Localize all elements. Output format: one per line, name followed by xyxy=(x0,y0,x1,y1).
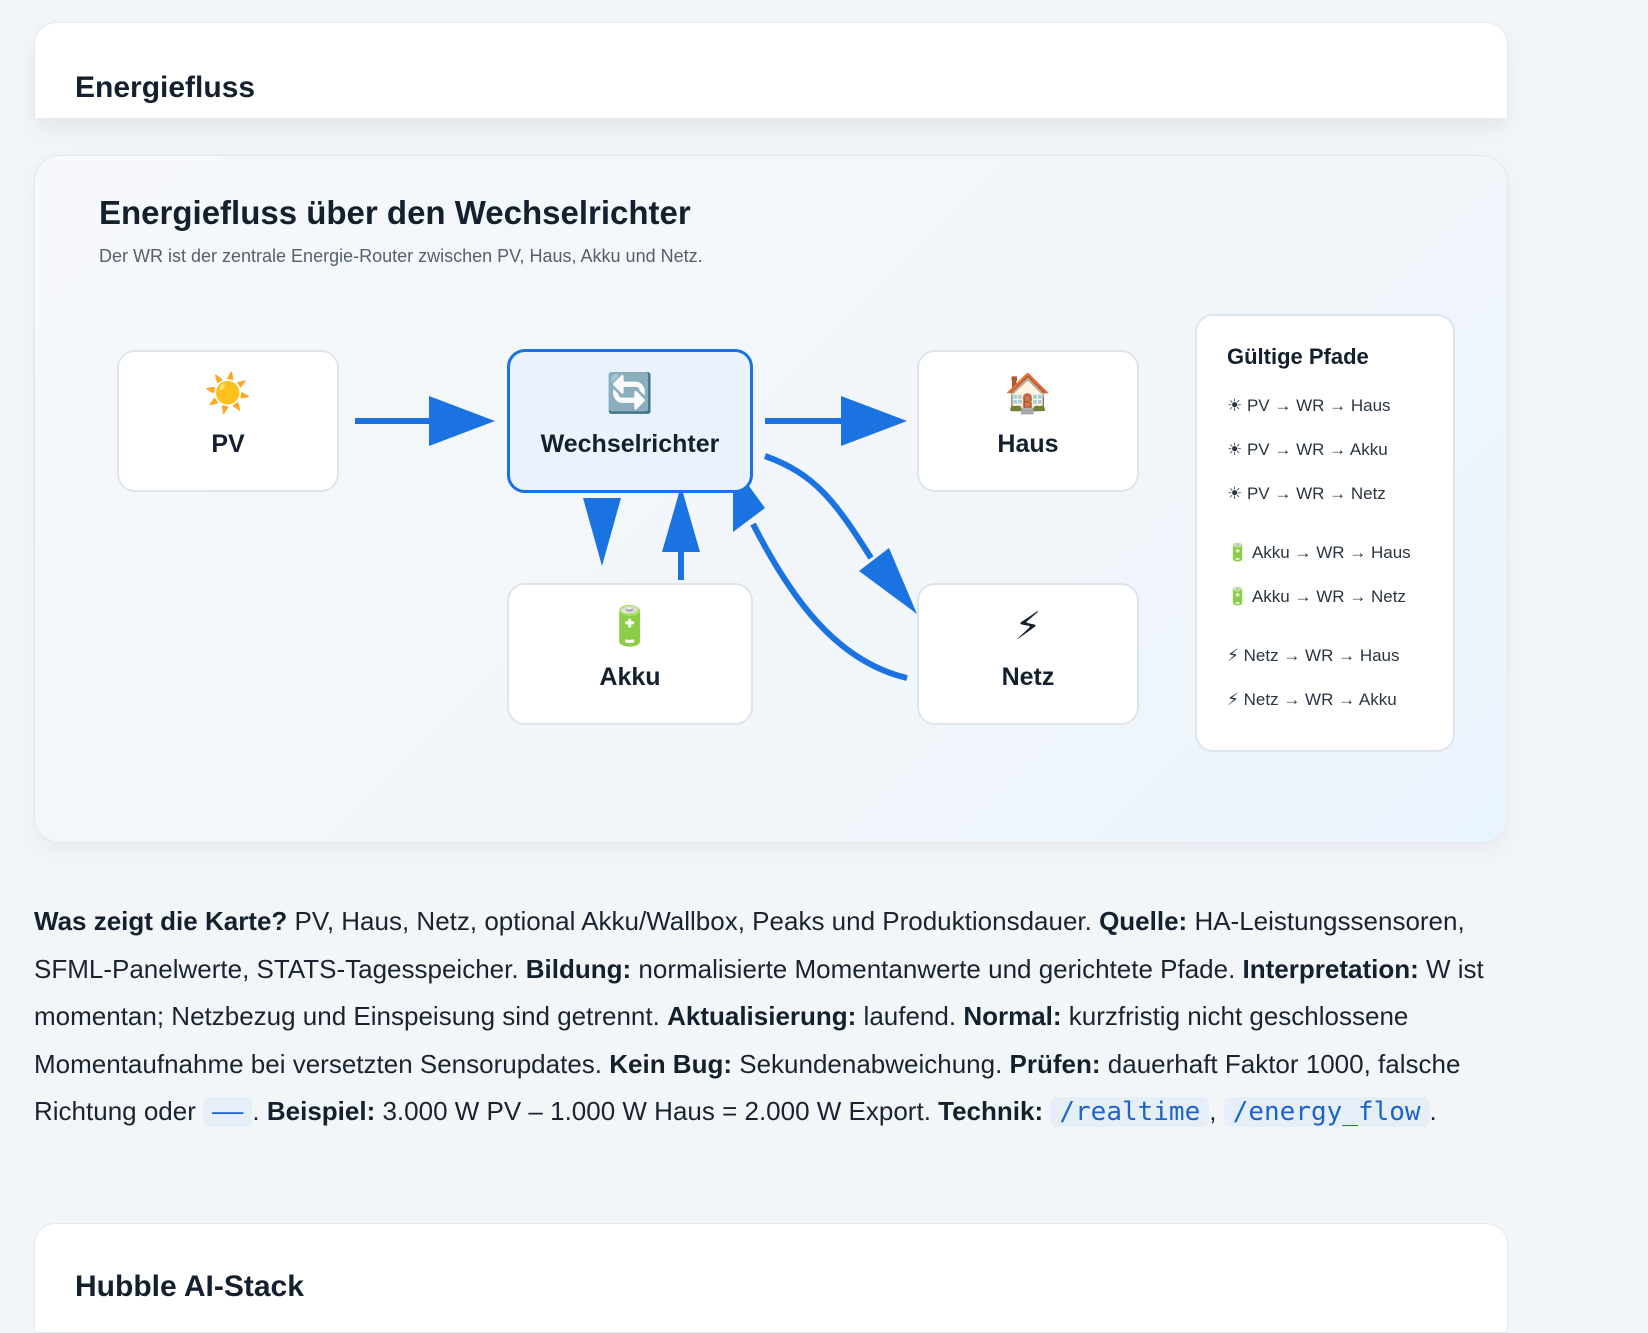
node-netz-label: Netz xyxy=(1001,663,1055,691)
battery-icon: 🔋 xyxy=(606,606,654,648)
desc-text: HA-Leistungssensoren, SFML-Panelwerte, S… xyxy=(34,906,1465,984)
arrow-wr-akku-head xyxy=(583,498,621,566)
desc-text: W ist momentan; Netzbezug und Einspeisun… xyxy=(34,953,1484,1032)
desc-label: Normal: xyxy=(963,1001,1062,1031)
desc-label: Kein Bug: xyxy=(609,1048,732,1079)
desc-label: Beispiel: xyxy=(266,1096,376,1126)
arrow-pv-wr-shaft xyxy=(355,418,435,424)
node-pv: ☀️ PV xyxy=(117,350,339,492)
desc-label: Was zeigt die Karte? xyxy=(34,906,288,936)
card-description: Was zeigt die Karte? PV, Haus, Netz, opt… xyxy=(34,898,1508,1137)
desc-text: dauerhaft Faktor 1000, falsche Richtung … xyxy=(34,1048,1461,1127)
legend-item: 🔋 Akku → WR → Haus xyxy=(1227,543,1411,562)
legend-item: ☀ PV → WR → Akku xyxy=(1227,440,1388,459)
section-title: Energiefluss xyxy=(75,71,256,104)
desc-text: PV, Haus, Netz, optional Akku/Wallbox, P… xyxy=(287,906,1100,936)
desc-text: normalisierte Momentanwerte und gerichte… xyxy=(631,953,1243,984)
refresh-icon: 🔄 xyxy=(606,373,654,415)
legend-item: 🔋 Akku → WR → Netz xyxy=(1227,587,1406,606)
endpoint-realtime-code: /realtime xyxy=(1050,1097,1210,1127)
hubble-ai-stack-card: Hubble AI-Stack xyxy=(34,1223,1508,1333)
node-haus: 🏠 Haus xyxy=(917,350,1139,492)
section-title: Hubble AI-Stack xyxy=(75,1270,304,1303)
arrow-wr-haus-head xyxy=(841,396,907,446)
node-akku-label: Akku xyxy=(599,663,661,691)
desc-text: kurzfristig nicht geschlossene Momentauf… xyxy=(34,1001,1409,1079)
desc-label: Technik: xyxy=(938,1096,1044,1126)
arrow-wr-netz-head xyxy=(859,548,917,614)
arrow-wr-haus-shaft xyxy=(765,418,845,424)
legend-item: ☀ PV → WR → Haus xyxy=(1227,396,1391,415)
desc-text: laufend. xyxy=(856,1001,964,1031)
flow-title: Energiefluss über den Wechselrichter xyxy=(99,194,691,231)
node-pv-label: PV xyxy=(211,430,245,458)
energiefluss-section-card: Energiefluss xyxy=(34,22,1508,118)
legend-item: ☀ PV → WR → Netz xyxy=(1227,484,1386,503)
sun-icon: ☀️ xyxy=(204,373,252,415)
endpoint-energy-flow-code: /energy_flow xyxy=(1223,1097,1430,1127)
placeholder-code: —— xyxy=(203,1097,253,1127)
legend-item: ⚡ Netz → WR → Haus xyxy=(1227,646,1400,665)
flow-subtitle: Der WR ist der zentrale Energie-Router z… xyxy=(99,246,703,266)
arrow-akku-wr-shaft xyxy=(678,550,684,580)
arrow-akku-wr-head xyxy=(662,486,700,552)
arrow-wr-netz-line xyxy=(763,453,874,560)
node-wechselrichter-label: Wechselrichter xyxy=(540,430,720,458)
arrow-netz-wr-line xyxy=(750,522,908,681)
energy-flow-card: Energiefluss über den Wechselrichter Der… xyxy=(34,155,1508,843)
desc-label: Aktualisierung: xyxy=(667,1001,857,1031)
desc-label: Bildung: xyxy=(525,953,632,984)
desc-label: Prüfen: xyxy=(1009,1048,1101,1079)
arrow-pv-wr-head xyxy=(429,396,495,446)
lightning-icon: ⚡ xyxy=(1014,606,1042,648)
desc-text: . xyxy=(1429,1096,1437,1126)
desc-text: . xyxy=(252,1096,267,1126)
node-haus-label: Haus xyxy=(997,430,1059,458)
desc-label: Quelle: xyxy=(1099,906,1188,936)
node-wechselrichter: 🔄 Wechselrichter xyxy=(507,349,753,493)
desc-label: Interpretation: xyxy=(1242,953,1419,984)
valid-paths-legend: Gültige Pfade ☀ PV → WR → Haus ☀ PV → WR… xyxy=(1195,314,1455,752)
desc-text: , xyxy=(1209,1096,1224,1126)
node-akku: 🔋 Akku xyxy=(507,583,753,725)
house-icon: 🏠 xyxy=(1004,373,1052,415)
node-netz: ⚡ Netz xyxy=(917,583,1139,725)
legend-item: ⚡ Netz → WR → Akku xyxy=(1227,690,1397,709)
legend-title: Gültige Pfade xyxy=(1227,344,1369,369)
desc-text: 3.000 W PV – 1.000 W Haus = 2.000 W Expo… xyxy=(375,1096,939,1126)
desc-text: Sekundenabweichung. xyxy=(732,1048,1010,1079)
